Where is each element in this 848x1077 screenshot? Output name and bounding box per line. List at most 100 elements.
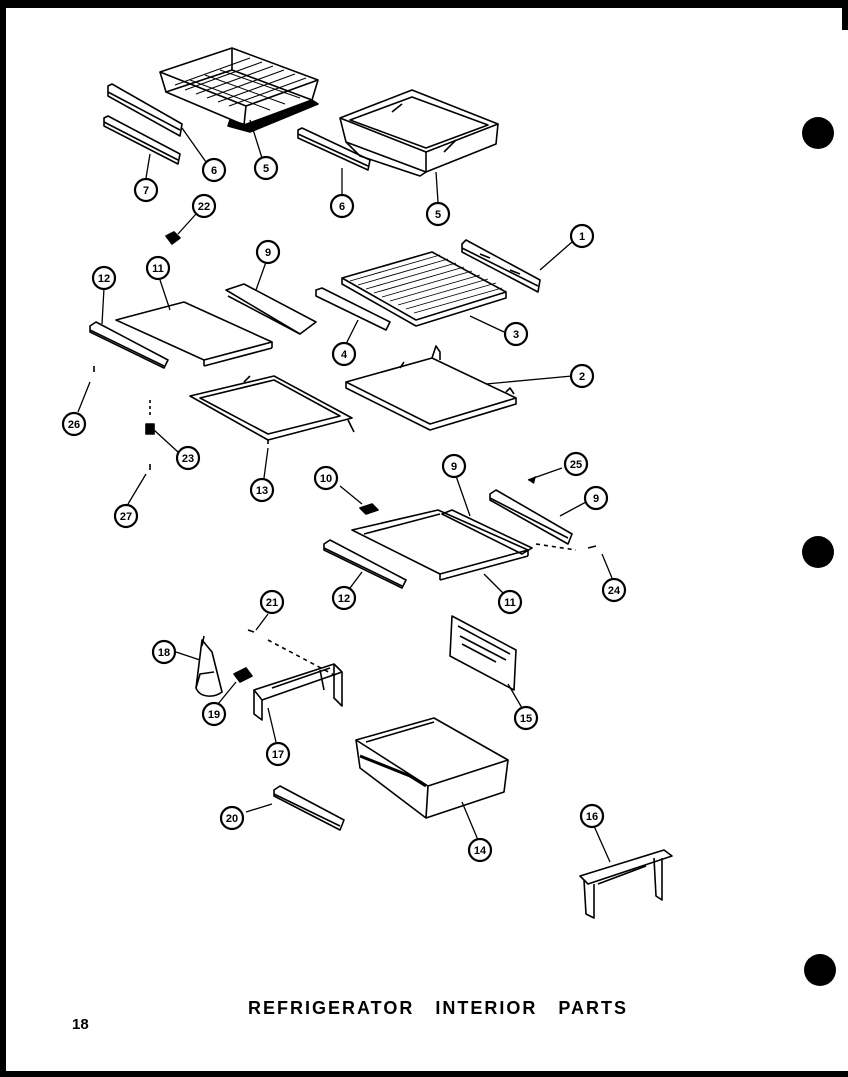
svg-text:15: 15 xyxy=(520,713,532,725)
svg-text:5: 5 xyxy=(435,209,441,221)
callout-21: 21 xyxy=(259,589,285,615)
sheet-border-right xyxy=(842,0,848,30)
svg-text:24: 24 xyxy=(608,585,621,597)
callout-12a: 12 xyxy=(91,265,117,291)
callout-6b: 6 xyxy=(329,193,355,219)
rail-12-upper xyxy=(89,321,169,369)
callout-18: 18 xyxy=(151,639,177,665)
glass-shelf-lower xyxy=(351,509,529,581)
binder-hole-middle xyxy=(802,536,834,568)
svg-text:4: 4 xyxy=(341,349,348,361)
callout-10: 10 xyxy=(313,465,339,491)
binder-hole-top xyxy=(802,117,834,149)
leader-lines xyxy=(77,119,613,863)
svg-text:16: 16 xyxy=(586,811,598,823)
callout-14: 14 xyxy=(467,837,493,863)
callout-19: 19 xyxy=(201,701,227,727)
svg-text:18: 18 xyxy=(158,647,170,659)
rail-4 xyxy=(315,287,391,331)
svg-text:23: 23 xyxy=(182,453,194,465)
svg-text:2: 2 xyxy=(579,371,585,383)
panel-15 xyxy=(449,615,517,691)
callout-25: 25 xyxy=(563,451,589,477)
callout-9c: 9 xyxy=(583,485,609,511)
svg-text:3: 3 xyxy=(513,329,519,341)
rail-6-right xyxy=(297,127,371,171)
svg-text:12: 12 xyxy=(338,593,350,605)
callout-23: 23 xyxy=(175,445,201,471)
callout-26: 26 xyxy=(61,411,87,437)
rail-1 xyxy=(461,239,541,293)
pin-24 xyxy=(587,545,597,549)
meat-drawer-14 xyxy=(355,717,509,819)
rail-12-lower xyxy=(323,539,407,589)
callout-4: 4 xyxy=(331,341,357,367)
rail-9-lower xyxy=(441,509,533,555)
guide-line-21 xyxy=(267,639,337,677)
svg-text:9: 9 xyxy=(265,247,271,259)
callout-24: 24 xyxy=(601,577,627,603)
callout-15: 15 xyxy=(513,705,539,731)
svg-text:19: 19 xyxy=(208,709,220,721)
svg-text:25: 25 xyxy=(570,459,582,471)
page-title: REFRIGERATOR INTERIOR PARTS xyxy=(248,998,629,1018)
svg-text:21: 21 xyxy=(266,597,278,609)
svg-text:9: 9 xyxy=(451,461,457,473)
callout-17: 17 xyxy=(265,741,291,767)
guide-line-24 xyxy=(535,543,577,551)
light-shield-18 xyxy=(195,635,223,697)
callout-1: 1 xyxy=(569,223,595,249)
callout-27: 27 xyxy=(113,503,139,529)
svg-text:14: 14 xyxy=(474,845,487,857)
clip-22 xyxy=(165,231,181,245)
svg-text:1: 1 xyxy=(579,231,585,243)
callout-22: 22 xyxy=(191,193,217,219)
rail-6-left xyxy=(107,83,183,137)
svg-text:26: 26 xyxy=(68,419,80,431)
callout-2: 2 xyxy=(569,363,595,389)
bracket-17 xyxy=(253,663,343,721)
callout-7: 7 xyxy=(133,177,159,203)
svg-text:11: 11 xyxy=(152,263,164,275)
svg-text:27: 27 xyxy=(120,511,132,523)
glass-shelf-upper xyxy=(115,301,273,367)
sheet-border-bottom xyxy=(0,1071,848,1077)
callout-6a: 6 xyxy=(201,157,227,183)
arrow-25 xyxy=(528,476,536,484)
svg-text:5: 5 xyxy=(263,163,269,175)
wire-basket xyxy=(159,47,319,133)
wire-shelf xyxy=(341,251,507,327)
pin-21 xyxy=(247,629,255,633)
callout-16: 16 xyxy=(579,803,605,829)
svg-text:9: 9 xyxy=(593,493,599,505)
callout-11b: 11 xyxy=(497,589,523,615)
shelf-frame-13 xyxy=(189,375,355,444)
bracket-16 xyxy=(579,849,673,919)
rail-9-upper xyxy=(225,283,317,335)
crisper-pan xyxy=(339,89,499,177)
clip-10 xyxy=(359,503,379,515)
svg-text:6: 6 xyxy=(339,201,345,213)
socket-19 xyxy=(233,667,253,683)
svg-text:17: 17 xyxy=(272,749,284,761)
svg-text:13: 13 xyxy=(256,485,268,497)
sheet-border-top xyxy=(0,0,848,8)
svg-text:11: 11 xyxy=(504,597,516,609)
callout-20: 20 xyxy=(219,805,245,831)
svg-text:6: 6 xyxy=(211,165,217,177)
binder-hole-bottom xyxy=(804,954,836,986)
svg-text:7: 7 xyxy=(143,185,149,197)
svg-text:22: 22 xyxy=(198,201,210,213)
svg-text:20: 20 xyxy=(226,813,238,825)
callout-13: 13 xyxy=(249,477,275,503)
callout-12b: 12 xyxy=(331,585,357,611)
sheet-border-left xyxy=(0,0,6,1077)
bushing-23 xyxy=(145,423,155,435)
callout-9a: 9 xyxy=(255,239,281,265)
cantilever-shelf-2 xyxy=(345,345,517,431)
svg-text:12: 12 xyxy=(98,273,110,285)
page-number: 18 xyxy=(72,1016,89,1033)
callout-5b: 5 xyxy=(425,201,451,227)
